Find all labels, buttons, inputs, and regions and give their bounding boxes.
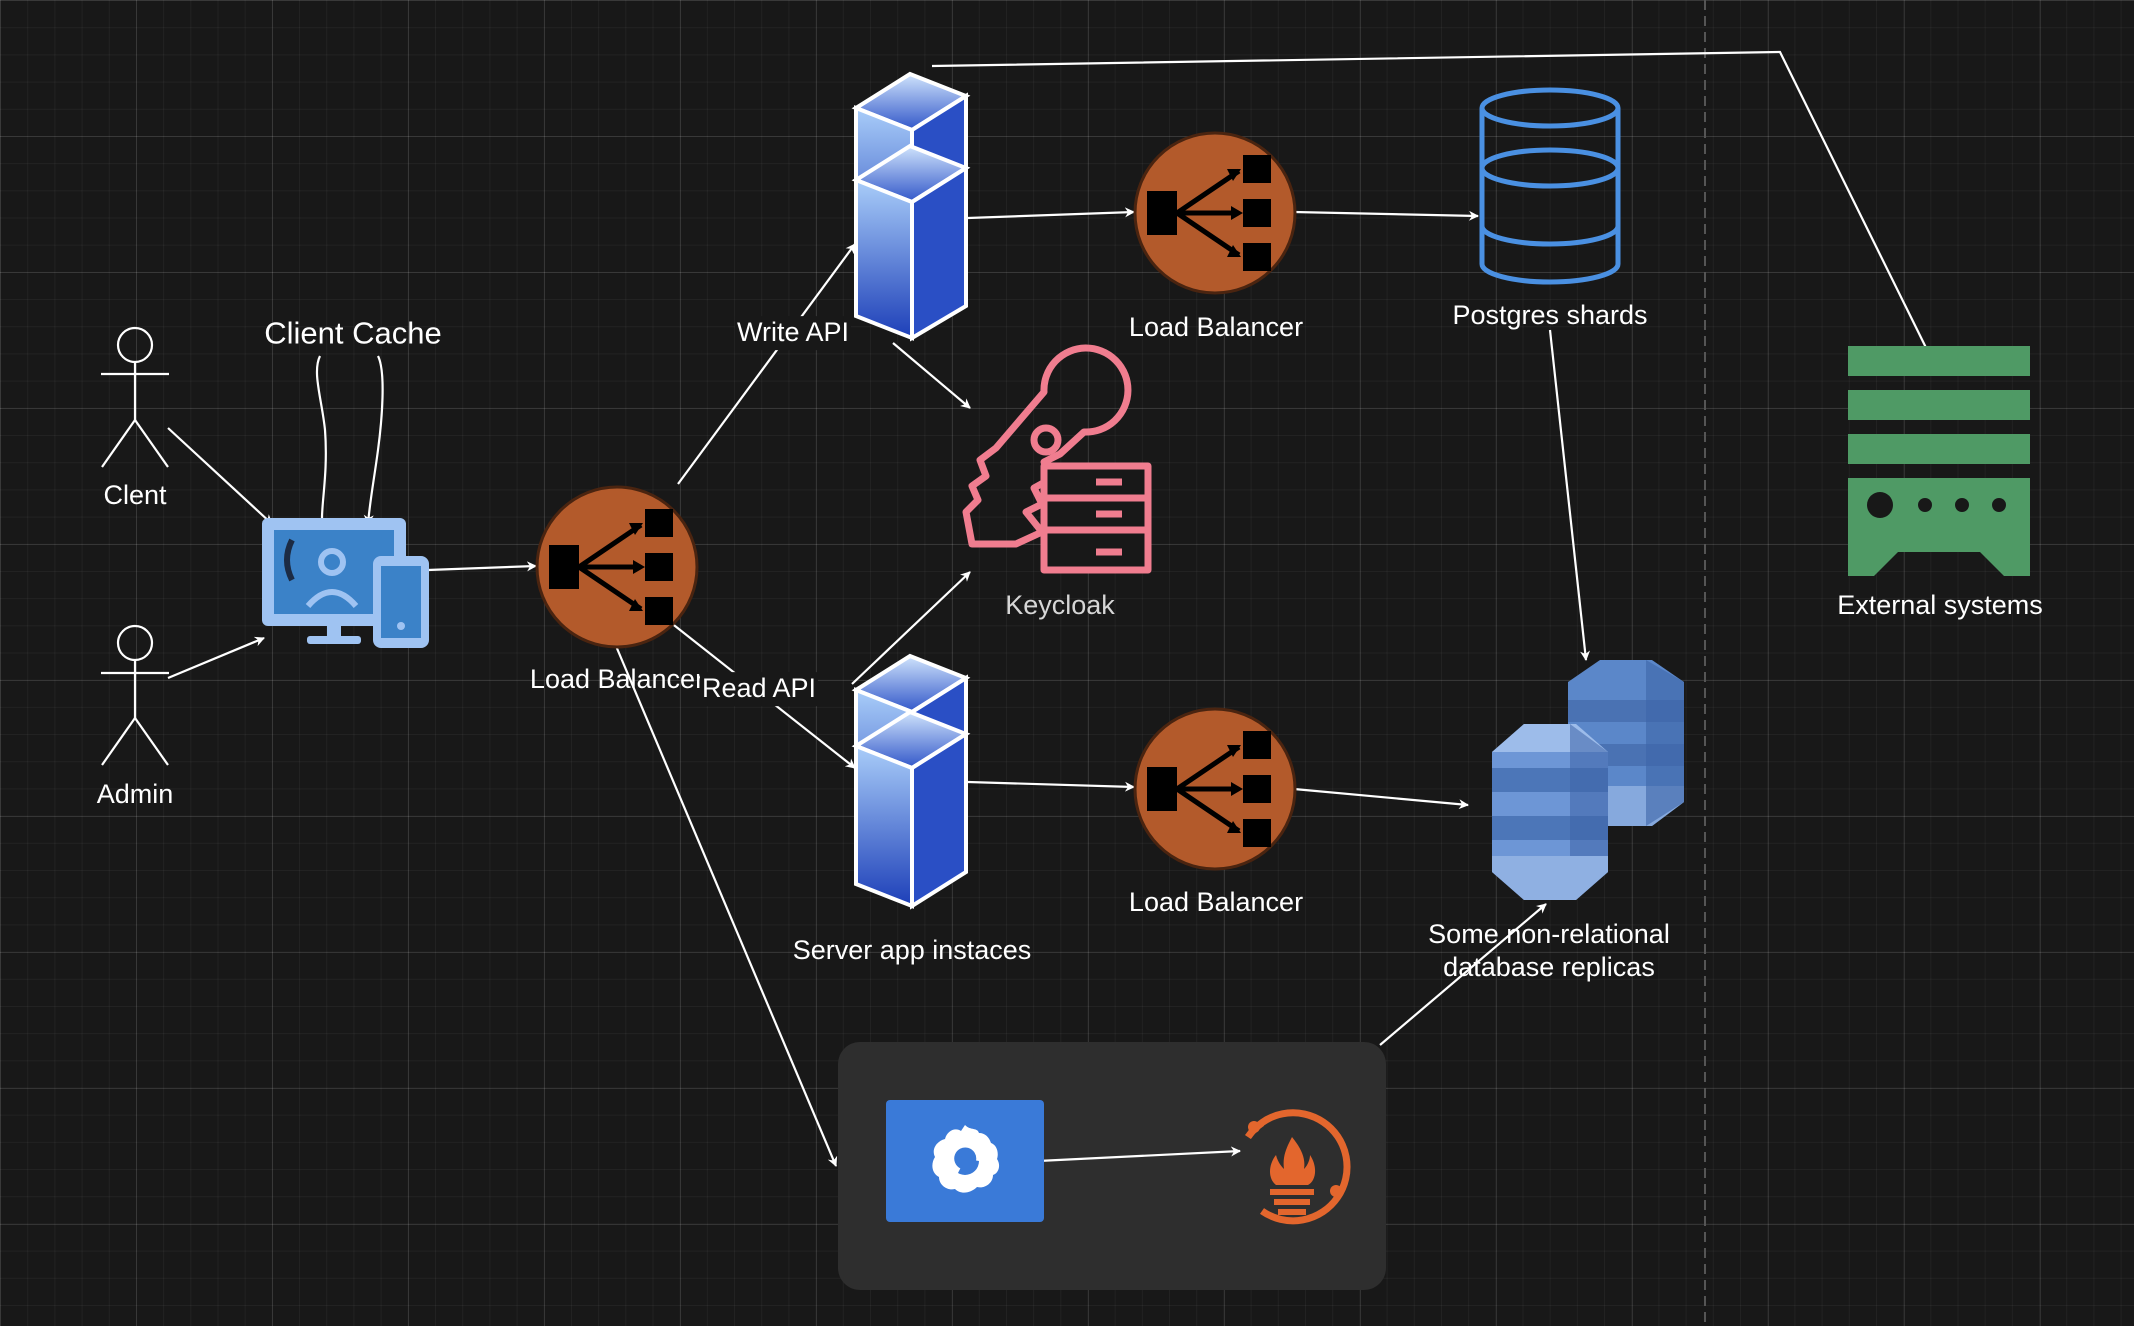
edge-lb-nosql (1293, 787, 1469, 810)
server-app-label: Server app instaces (792, 935, 1032, 966)
edge-read-keycloak (851, 571, 971, 685)
edge-server-external (931, 50, 1939, 373)
postgres-label: Postgres shards (1452, 300, 1648, 331)
edge-write-keycloak (892, 342, 971, 409)
nosql-label-line2: database replicas (1443, 952, 1655, 983)
write-api-label: Write API (734, 316, 852, 350)
dynamodb-icon (1492, 660, 1684, 900)
edge-grafana-prometheus (1029, 1146, 1241, 1166)
server-icon (851, 653, 971, 910)
edge-lb-postgres (1293, 210, 1479, 221)
edge-admin-device (167, 636, 265, 680)
client-label: Clent (103, 480, 167, 511)
load-balancer-top-label: Load Balancer (1128, 312, 1304, 343)
external-system-icon (1848, 346, 2030, 576)
edge-device-lb (427, 561, 537, 572)
edge-read-lb (967, 780, 1135, 792)
read-api-label: Read API (699, 672, 819, 706)
edge-postgres-nosql (1548, 329, 1590, 661)
actor-icon (101, 624, 169, 766)
client-cache-label: Client Cache (264, 315, 442, 351)
prometheus-icon (1245, 1109, 1351, 1225)
edge-monitor-nosql (1379, 903, 1547, 1046)
key-server-icon (962, 344, 1152, 574)
edge-cache-2 (363, 355, 384, 525)
edge-write-lb (967, 207, 1135, 220)
keycloak-label: Keycloak (1005, 590, 1115, 621)
load-balancer-bottom-label: Load Balancer (1128, 887, 1304, 918)
load-balancer-icon (1133, 131, 1297, 295)
edge-write-api (677, 243, 856, 485)
external-systems-label: External systems (1837, 590, 2043, 621)
database-icon (1479, 87, 1621, 285)
client-device-icon (262, 518, 429, 648)
load-balancer-main-label: Load Balancer (529, 664, 705, 695)
load-balancer-icon (1133, 707, 1297, 871)
edge-lb-monitor (614, 645, 838, 1167)
load-balancer-icon (535, 485, 699, 649)
edge-cache-1 (315, 355, 327, 519)
nosql-label-line1: Some non-relational (1428, 919, 1670, 950)
grafana-icon (886, 1100, 1044, 1222)
server-icon (851, 71, 971, 342)
edge-client-device (167, 427, 273, 525)
actor-icon (101, 326, 169, 468)
admin-label: Admin (96, 779, 174, 810)
